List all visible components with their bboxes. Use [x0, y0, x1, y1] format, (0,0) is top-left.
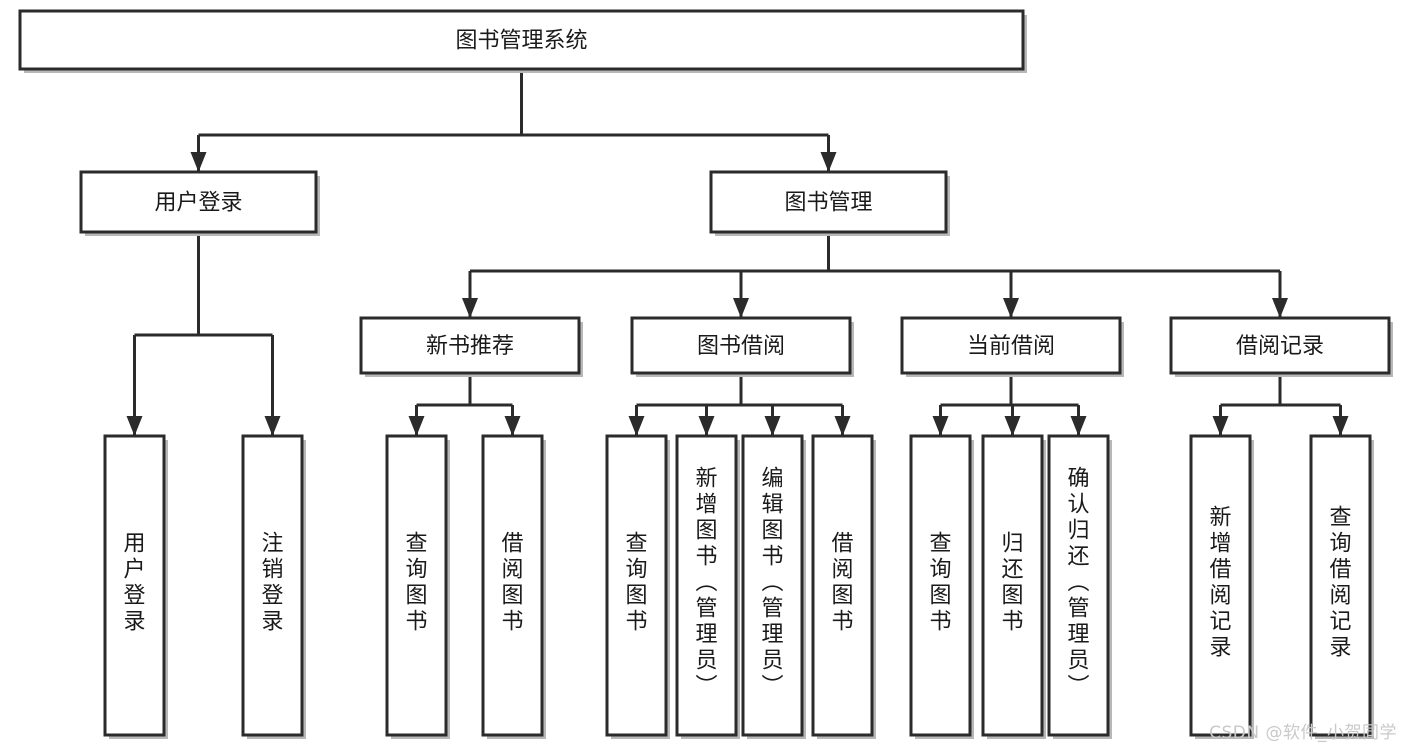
node-box[interactable]: [481, 434, 544, 737]
arrow-head: [1004, 416, 1021, 436]
arrow-head: [126, 416, 143, 436]
node-current-borrow[interactable]: 当前借阅: [900, 316, 1122, 375]
node-box[interactable]: [909, 434, 972, 737]
node-root[interactable]: 图书管理系统: [18, 9, 1025, 71]
node-borrow-record[interactable]: 借阅记录: [1169, 316, 1391, 375]
node-leaf-user-login[interactable]: 用户登录: [103, 434, 166, 737]
node-user-login[interactable]: 用户登录: [79, 170, 318, 234]
node-leaf-borrow-book-1[interactable]: 借阅图书: [481, 434, 544, 737]
arrow-head: [462, 298, 478, 318]
node-box[interactable]: [675, 434, 738, 737]
node-label: 图书管理系统: [455, 29, 587, 54]
node-label: 借阅图书: [501, 532, 523, 635]
node-label: 查询图书: [929, 532, 951, 635]
arrow-head: [1070, 416, 1087, 436]
node-label: 当前借阅: [967, 334, 1055, 359]
node-leaf-query-book-1[interactable]: 查询图书: [385, 434, 448, 737]
arrow-head: [264, 416, 281, 436]
arrow-head: [932, 416, 949, 436]
node-box[interactable]: [630, 316, 852, 375]
node-box[interactable]: [385, 434, 448, 737]
node-label: 新书推荐: [426, 334, 514, 359]
node-label: 新增图书︵管理员︶: [695, 467, 717, 700]
arrow-head: [190, 152, 207, 172]
node-box[interactable]: [709, 170, 948, 234]
node-label: 图书借阅: [697, 334, 785, 359]
arrow-head: [764, 416, 781, 436]
node-box[interactable]: [1309, 434, 1372, 737]
node-label: 注销登录: [261, 532, 283, 635]
node-label: 借阅记录: [1236, 334, 1324, 359]
node-label: 归还图书: [1001, 532, 1023, 635]
node-leaf-edit-book[interactable]: 编辑图书︵管理员︶: [741, 434, 804, 737]
arrow-head: [834, 416, 851, 436]
arrow-head: [408, 416, 425, 436]
node-layer: 图书管理系统用户登录图书管理用户登录注销登录新书推荐图书借阅当前借阅借阅记录查询…: [18, 9, 1393, 739]
node-leaf-add-record[interactable]: 新增借阅记录: [1189, 434, 1252, 737]
arrow-head: [628, 416, 645, 436]
arrow-head: [1003, 298, 1019, 318]
node-box[interactable]: [103, 434, 166, 737]
node-box[interactable]: [359, 316, 581, 375]
node-book-manage[interactable]: 图书管理: [709, 170, 948, 234]
connector-layer: [126, 69, 1349, 436]
node-label: 用户登录: [154, 191, 242, 216]
node-label: 确认归还︵管理员︶: [1067, 467, 1089, 700]
arrow-head: [1212, 416, 1229, 436]
arrow-head: [1332, 416, 1349, 436]
node-leaf-add-book[interactable]: 新增图书︵管理员︶: [675, 434, 738, 737]
node-label: 查询图书: [625, 532, 647, 635]
node-box[interactable]: [1047, 434, 1110, 737]
node-leaf-query-book-3[interactable]: 查询图书: [909, 434, 972, 737]
node-leaf-query-record[interactable]: 查询借阅记录: [1309, 434, 1372, 737]
watermark-label: CSDN @软件_小贺同学: [1209, 723, 1397, 743]
node-box[interactable]: [811, 434, 874, 737]
node-leaf-return-book[interactable]: 归还图书: [981, 434, 1044, 737]
arrow-head: [698, 416, 715, 436]
arrow-head: [733, 298, 749, 318]
node-leaf-borrow-book-2[interactable]: 借阅图书: [811, 434, 874, 737]
node-box[interactable]: [18, 9, 1025, 71]
node-box[interactable]: [241, 434, 304, 737]
arrow-head: [504, 416, 521, 436]
node-label: 查询图书: [405, 532, 427, 635]
node-leaf-user-logout[interactable]: 注销登录: [241, 434, 304, 737]
node-book-borrow[interactable]: 图书借阅: [630, 316, 852, 375]
node-label: 借阅图书: [831, 532, 853, 635]
node-label: 新增借阅记录: [1209, 506, 1231, 661]
node-box[interactable]: [1169, 316, 1391, 375]
node-new-book-rec[interactable]: 新书推荐: [359, 316, 581, 375]
node-leaf-query-book-2[interactable]: 查询图书: [605, 434, 668, 737]
node-label: 用户登录: [123, 532, 145, 635]
arrow-head: [1272, 298, 1288, 318]
node-label: 图书管理: [784, 191, 872, 216]
node-box[interactable]: [741, 434, 804, 737]
node-box[interactable]: [605, 434, 668, 737]
node-box[interactable]: [1189, 434, 1252, 737]
node-leaf-confirm-return[interactable]: 确认归还︵管理员︶: [1047, 434, 1110, 737]
arrow-head: [820, 152, 837, 172]
node-label: 查询借阅记录: [1329, 506, 1351, 661]
node-box[interactable]: [900, 316, 1122, 375]
node-label: 编辑图书︵管理员︶: [761, 467, 783, 700]
node-box[interactable]: [79, 170, 318, 234]
node-box[interactable]: [981, 434, 1044, 737]
